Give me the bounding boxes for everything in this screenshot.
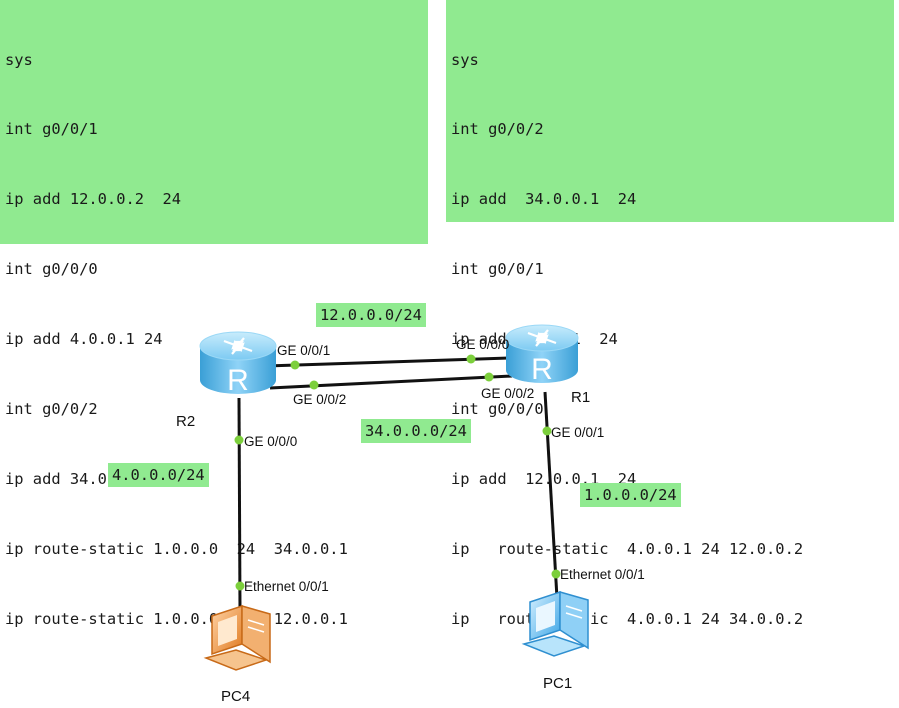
port-label-r2-g001: GE 0/0/1 <box>277 343 330 358</box>
port-dot <box>551 569 561 579</box>
link-r1-pc1 <box>543 391 559 599</box>
config-line: ip route-static 1.0.0.0 24 12.0.0.1 <box>5 609 348 628</box>
port-dot <box>484 372 494 382</box>
port-label-pc1-eth: Ethernet 0/0/1 <box>560 567 645 582</box>
network-label-1: 1.0.0.0/24 <box>580 483 681 507</box>
pc4-icon[interactable] <box>203 604 271 671</box>
port-dot <box>466 354 476 364</box>
link-r2-r1-34 <box>269 374 513 390</box>
link-r2-pc4 <box>237 397 242 611</box>
router-r1-icon[interactable]: R <box>505 324 579 386</box>
left-config-box: sys int g0/0/1 ip add 12.0.0.2 24 int g0… <box>0 0 428 628</box>
port-dot <box>309 380 319 390</box>
port-label-r1-g002: GE 0/0/2 <box>481 386 534 401</box>
config-line: int g0/0/1 <box>5 120 98 139</box>
port-dot <box>235 581 245 591</box>
device-label-r1: R1 <box>571 389 590 406</box>
config-line: ip add 34.0.0.1 24 <box>451 190 637 209</box>
network-label-4: 4.0.0.0/24 <box>108 463 209 487</box>
svg-text:R: R <box>227 364 249 397</box>
router-r2-icon[interactable]: R <box>199 331 277 397</box>
config-line: int g0/0/0 <box>5 260 98 279</box>
port-dot <box>290 360 300 370</box>
port-label-r1-g001: GE 0/0/1 <box>551 425 604 440</box>
port-dot <box>234 435 244 445</box>
config-line: ip route-static 4.0.0.1 24 12.0.0.2 <box>451 539 804 558</box>
network-label-34: 34.0.0.0/24 <box>361 419 471 443</box>
config-line: int g0/0/2 <box>451 120 544 139</box>
config-line: int g0/0/0 <box>451 400 544 419</box>
device-label-pc4: PC4 <box>221 688 250 705</box>
device-label-r2: R2 <box>176 413 195 430</box>
right-config-box: sys int g0/0/2 ip add 34.0.0.1 24 int g0… <box>446 0 894 628</box>
config-line: sys <box>5 50 33 69</box>
config-line: int g0/0/1 <box>451 260 544 279</box>
device-label-pc1: PC1 <box>543 675 572 692</box>
port-label-pc4-eth: Ethernet 0/0/1 <box>244 579 329 594</box>
config-line: sys <box>451 50 479 69</box>
config-line: ip add 12.0.0.2 24 <box>5 190 182 209</box>
port-label-r2-g000: GE 0/0/0 <box>244 434 297 449</box>
config-line: int g0/0/2 <box>5 400 98 419</box>
config-line: ip route-static 1.0.0.0 24 34.0.0.1 <box>5 539 348 558</box>
network-label-12: 12.0.0.0/24 <box>316 303 426 327</box>
port-label-r2-g002: GE 0/0/2 <box>293 392 346 407</box>
port-label-r1-g000: GE 0/0/0 <box>456 337 509 352</box>
config-line: ip add 4.0.0.1 24 <box>5 330 163 349</box>
svg-text:R: R <box>531 353 553 386</box>
pc1-icon[interactable] <box>521 590 589 657</box>
port-dot <box>542 426 552 436</box>
